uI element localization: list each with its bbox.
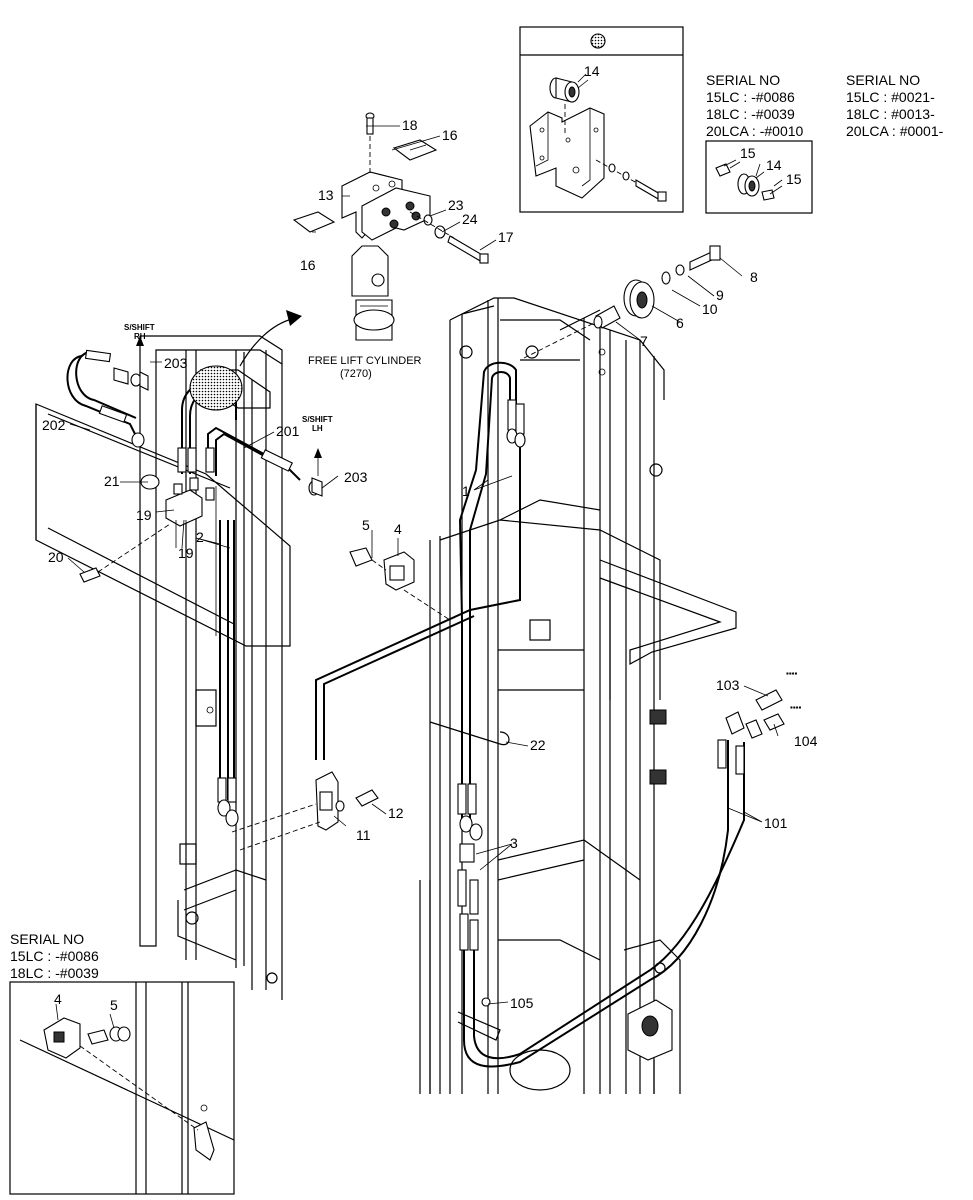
label-1: 1 [462, 483, 470, 499]
label-10: 10 [702, 301, 718, 317]
right-hoses: ▪▪▪▪ ▪▪▪▪ [429, 245, 802, 1068]
serial-line: 20LCA : #0001- [846, 123, 944, 139]
serial-line: 18LC : -#0039 [706, 106, 795, 122]
sshift-lh-label: S/SHIFT [302, 415, 333, 424]
label-6: 6 [676, 315, 684, 331]
serial-line: 18LC : #0013- [846, 106, 935, 122]
serial-line: 20LCA : -#0010 [706, 123, 804, 139]
label-17: 17 [498, 229, 514, 245]
label-5: 5 [362, 517, 370, 533]
serial-line: 18LC : -#0039 [10, 965, 99, 981]
label-5: 5 [110, 997, 118, 1013]
roller-detail-inset [519, 26, 684, 213]
label-19: 19 [136, 507, 152, 523]
serial-heading: SERIAL NO [846, 72, 920, 88]
label-105: 105 [510, 995, 534, 1011]
detail-arrowhead [286, 310, 302, 326]
left-mast [35, 335, 291, 1000]
label-101: 101 [764, 815, 788, 831]
label-16: 16 [300, 257, 316, 273]
label-24: 24 [462, 211, 478, 227]
label-15: 15 [786, 171, 802, 187]
label-14: 14 [766, 157, 782, 173]
label-201: 201 [276, 423, 300, 439]
label-7: 7 [640, 333, 648, 349]
label-203: 203 [344, 469, 368, 485]
label-19: 19 [178, 545, 194, 561]
serial-heading: SERIAL NO [10, 931, 84, 947]
label-4: 4 [54, 991, 62, 1007]
label-3: 3 [510, 835, 518, 851]
serial-top-left: SERIAL NO 15LC : -#0086 18LC : -#0039 20… [706, 72, 804, 139]
label-202: 202 [42, 417, 66, 433]
free-lift-code-label: (7270) [340, 368, 372, 380]
label-16: 16 [442, 127, 458, 143]
free-lift-cylinder-label: FREE LIFT CYLINDER [308, 355, 422, 367]
serial-line: 15LC : -#0086 [10, 948, 99, 964]
svg-text:▪▪▪▪: ▪▪▪▪ [786, 669, 798, 678]
clamp-detail-inset: SERIAL NO 15LC : -#0086 18LC : -#0039 [9, 931, 235, 1195]
sshift-lh-label: LH [312, 424, 323, 433]
serial-line: 15LC : -#0086 [706, 89, 795, 105]
label-14: 14 [584, 63, 600, 79]
label-104: 104 [794, 733, 818, 749]
right-mast [419, 297, 737, 1094]
label-2: 2 [196, 529, 204, 545]
label-8: 8 [750, 269, 758, 285]
label-203: 203 [164, 355, 188, 371]
label-21: 21 [104, 473, 120, 489]
detail-arrow [239, 317, 297, 367]
label-103: 103 [716, 677, 740, 693]
left-hoses [66, 336, 521, 851]
label-23: 23 [448, 197, 464, 213]
cylinder-bracket-assembly [292, 112, 489, 341]
sshift-rh-label: RH [134, 332, 146, 341]
label-20: 20 [48, 549, 64, 565]
part-labels: 18 16 13 23 24 17 16 14 15 14 15 8 9 10 … [42, 63, 818, 1029]
svg-text:▪▪▪▪: ▪▪▪▪ [790, 703, 802, 712]
sshift-rh-label: S/SHIFT [124, 323, 155, 332]
label-18: 18 [402, 117, 418, 133]
label-13: 13 [318, 187, 334, 203]
label-12: 12 [388, 805, 404, 821]
label-15: 15 [740, 145, 756, 161]
label-11: 11 [356, 827, 371, 843]
label-22: 22 [530, 737, 546, 753]
serial-line: 15LC : #0021- [846, 89, 935, 105]
label-9: 9 [716, 287, 724, 303]
serial-heading: SERIAL NO [706, 72, 780, 88]
label-4: 4 [394, 521, 402, 537]
roller-set-inset [705, 140, 813, 214]
serial-top-right: SERIAL NO 15LC : #0021- 18LC : #0013- 20… [846, 72, 944, 139]
